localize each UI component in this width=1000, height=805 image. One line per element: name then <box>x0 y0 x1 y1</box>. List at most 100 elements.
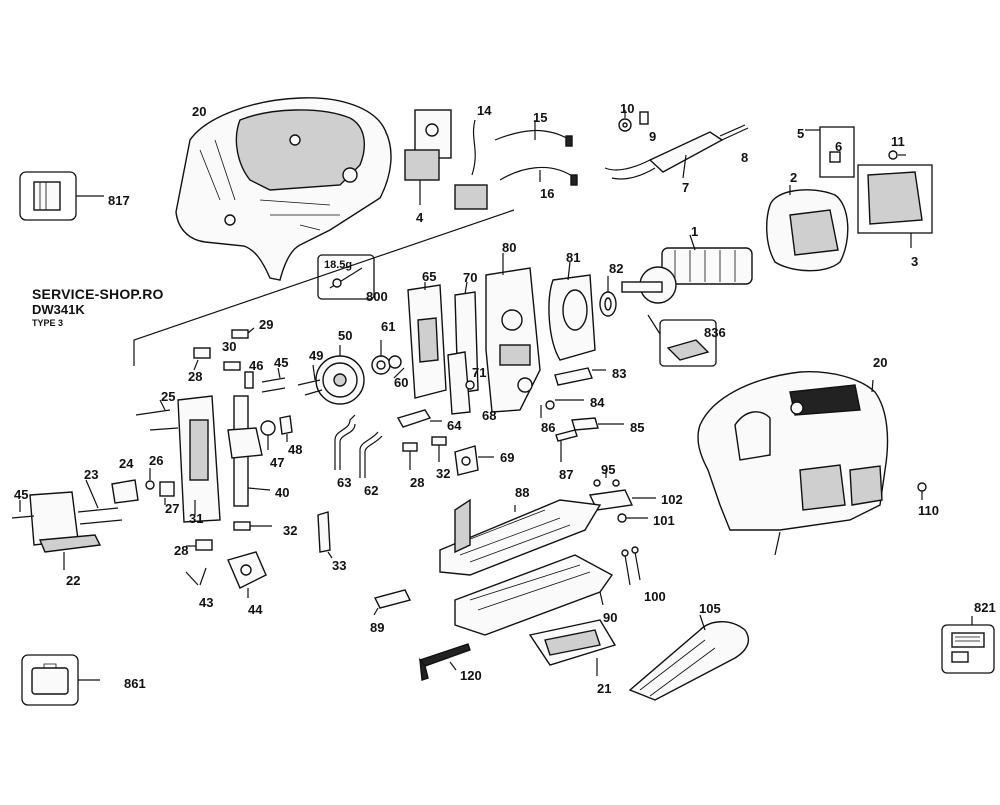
part-label-p31: 31 <box>189 511 203 526</box>
model-type: TYPE 3 <box>32 318 64 328</box>
parts-22-23-roller-guide <box>11 479 123 570</box>
part-label-p85: 85 <box>630 420 644 435</box>
part-label-p64: 64 <box>447 418 462 433</box>
part-105-dust-nozzle <box>628 614 750 701</box>
part-label-p7: 7 <box>682 180 689 195</box>
part-label-p69: 69 <box>500 450 514 465</box>
part-label-p105: 105 <box>699 601 721 616</box>
part-label-p32a: 32 <box>436 466 450 481</box>
part-25-screws <box>135 399 179 431</box>
part-label-p100: 100 <box>644 589 666 604</box>
part-label-p45b: 45 <box>14 487 28 502</box>
part-label-p16: 16 <box>540 186 554 201</box>
part-label-p6: 6 <box>835 139 842 154</box>
part-836-kit <box>647 314 717 367</box>
part-label-p21: 21 <box>597 681 611 696</box>
part-label-p20a: 20 <box>192 104 206 119</box>
parts-68-71 <box>447 351 475 415</box>
part-label-p5: 5 <box>797 126 804 141</box>
part-label-p84: 84 <box>590 395 605 410</box>
grease-weight-label: 18.5g <box>324 259 352 271</box>
part-label-p9: 9 <box>649 129 656 144</box>
part-5-6-brush-box <box>805 126 855 178</box>
part-label-p47: 47 <box>270 455 284 470</box>
part-label-p88: 88 <box>515 485 529 500</box>
part-label-p61: 61 <box>381 319 395 334</box>
part-100-screws <box>621 546 641 586</box>
parts-88-90-base <box>439 498 614 636</box>
part-120-hex-key <box>418 643 471 681</box>
part-label-p4: 4 <box>416 210 424 225</box>
part-label-p28a: 28 <box>188 369 202 384</box>
assembly-bracket <box>133 209 515 366</box>
parts-28-32-lower <box>186 521 272 551</box>
part-label-p102: 102 <box>661 492 683 507</box>
part-64 <box>396 409 442 428</box>
part-label-p87: 87 <box>559 467 573 482</box>
part-label-p30: 30 <box>222 339 236 354</box>
part-label-p11: 11 <box>891 134 905 149</box>
part-861-case <box>21 654 100 706</box>
part-label-p63: 63 <box>337 475 351 490</box>
parts-31-40-plunger <box>177 395 271 523</box>
parts-83-87 <box>540 367 624 462</box>
parts-28-32-69 <box>402 436 494 476</box>
parts-24-26-27 <box>111 468 175 505</box>
parts-62-63-springs <box>334 414 383 478</box>
part-110-screw <box>917 482 927 500</box>
part-89 <box>373 589 412 616</box>
part-label-p81: 81 <box>566 250 580 265</box>
part-label-p14: 14 <box>477 103 492 118</box>
part-label-p48: 48 <box>288 442 302 457</box>
part-label-p817: 817 <box>108 193 130 208</box>
part-label-p71: 71 <box>472 365 486 380</box>
part-label-p89: 89 <box>370 620 384 635</box>
part-label-p83: 83 <box>612 366 626 381</box>
part-label-p27: 27 <box>165 501 179 516</box>
parts-95-101-102 <box>588 470 656 523</box>
parts-43-44 <box>185 551 267 598</box>
housing-half-right <box>697 370 889 556</box>
part-label-p32b: 32 <box>283 523 297 538</box>
part-817-kit <box>19 171 104 221</box>
part-label-p49: 49 <box>309 348 323 363</box>
part-label-p8: 8 <box>741 150 748 165</box>
part-81-bearing-housing <box>548 261 596 361</box>
part-label-p70: 70 <box>463 270 477 285</box>
part-label-p90: 90 <box>603 610 617 625</box>
part-label-p25: 25 <box>161 389 175 404</box>
part-label-p50: 50 <box>338 328 352 343</box>
part-label-p15: 15 <box>533 110 547 125</box>
part-label-p3: 3 <box>911 254 918 269</box>
part-label-p101: 101 <box>653 513 675 528</box>
part-label-p43: 43 <box>199 595 213 610</box>
part-label-p86: 86 <box>541 420 555 435</box>
part-3-11-brush-holder <box>857 150 933 248</box>
part-label-p46: 46 <box>249 358 263 373</box>
part-label-p821: 821 <box>974 600 996 615</box>
part-label-p60: 60 <box>394 375 408 390</box>
part-label-p26: 26 <box>149 453 163 468</box>
part-label-p10: 10 <box>620 101 634 116</box>
part-label-p40: 40 <box>275 485 289 500</box>
part-7-8-cord <box>604 124 749 180</box>
part-82-bearing <box>599 276 617 317</box>
model-number: DW341K <box>32 302 85 317</box>
part-21-dust-cover <box>528 619 617 676</box>
part-label-p800: 800 <box>366 289 388 304</box>
part-label-p20b: 20 <box>873 355 887 370</box>
parts-9-10 <box>618 110 649 132</box>
parts-47-48 <box>260 415 293 450</box>
parts-14-15-16-wires <box>454 119 578 210</box>
parts-50-60-61-gears <box>315 340 405 405</box>
part-label-p62: 62 <box>364 483 378 498</box>
part-821-label <box>941 616 995 674</box>
part-label-p68: 68 <box>482 408 496 423</box>
part-label-p110: 110 <box>918 503 939 518</box>
part-1-armature <box>621 234 753 304</box>
part-33 <box>317 511 333 559</box>
part-label-p23: 23 <box>84 467 98 482</box>
part-4-switch <box>404 109 452 205</box>
